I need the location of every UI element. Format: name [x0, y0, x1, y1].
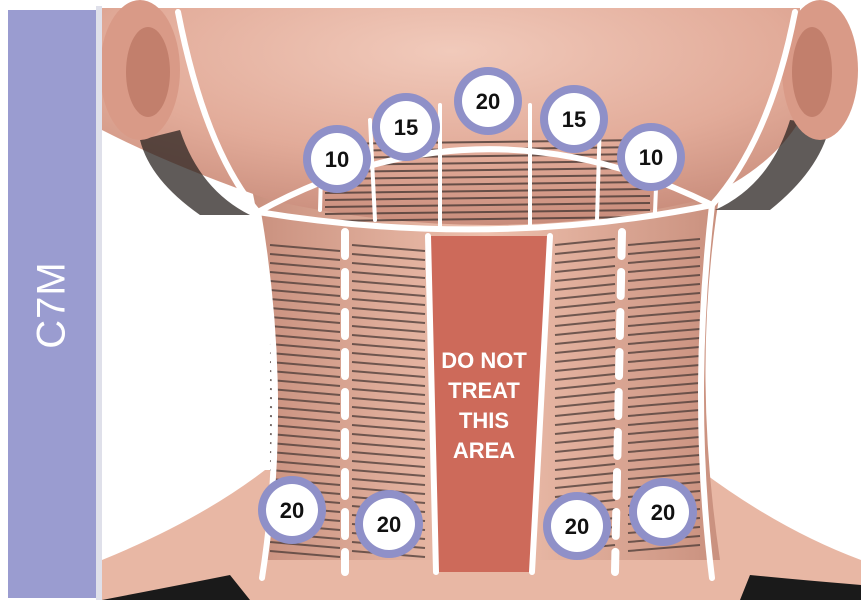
dose-marker-value: 20 [476, 89, 500, 114]
notice-line: DO NOT [441, 348, 527, 373]
right-ear-inner [792, 27, 832, 117]
dose-marker-submental-right-outer: 10 [617, 123, 685, 191]
dose-marker-submental-left-inner: 15 [372, 93, 440, 161]
notice-line: AREA [453, 438, 515, 463]
dose-marker-submental-left-outer: 10 [303, 125, 371, 193]
notice-line: THIS [459, 408, 509, 433]
dose-marker-submental-right-inner: 15 [540, 85, 608, 153]
dose-marker-value: 20 [565, 514, 589, 539]
side-tab-edge [96, 6, 102, 600]
dose-marker-value: 10 [325, 147, 349, 172]
dose-marker-neck-left-inner: 20 [355, 490, 423, 558]
dose-marker-value: 10 [639, 145, 663, 170]
dose-marker-neck-right-outer: 20 [629, 478, 697, 546]
dose-marker-value: 15 [394, 115, 418, 140]
dose-marker-submental-center: 20 [454, 67, 522, 135]
dose-marker-value: 15 [562, 107, 586, 132]
side-tab-label: C7M [30, 261, 75, 348]
notice-line: TREAT [448, 378, 520, 403]
dose-marker-value: 20 [377, 512, 401, 537]
left-ear-inner [126, 27, 170, 117]
dose-marker-neck-left-outer: 20 [258, 476, 326, 544]
dose-marker-value: 20 [280, 498, 304, 523]
dose-marker-neck-right-inner: 20 [543, 492, 611, 560]
dose-marker-value: 20 [651, 500, 675, 525]
